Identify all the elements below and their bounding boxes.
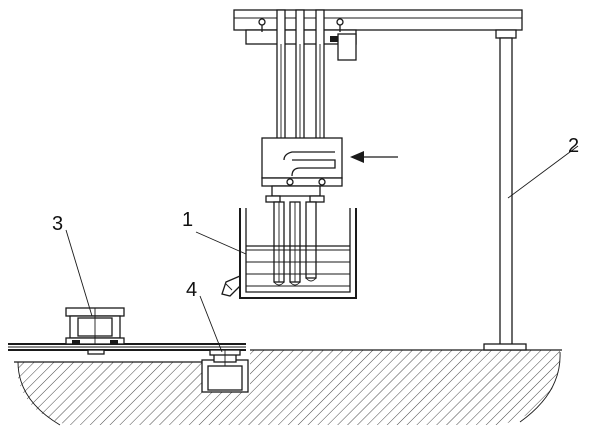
pit-sensor-4: [201, 349, 249, 393]
ground: [14, 349, 562, 426]
gantry-frame-2: [233, 9, 527, 351]
leader-lines: [65, 145, 579, 353]
carriage-head: [261, 137, 398, 187]
conveyor-platform: [8, 343, 246, 351]
label-2: 2: [568, 135, 579, 157]
label-3: 3: [52, 213, 63, 235]
tank-1: [221, 208, 357, 299]
lifting-rods: [276, 9, 325, 141]
probe-assembly: [265, 185, 325, 286]
label-1: 1: [182, 209, 193, 231]
weighing-device-3: [65, 307, 125, 355]
label-4: 4: [186, 279, 197, 301]
